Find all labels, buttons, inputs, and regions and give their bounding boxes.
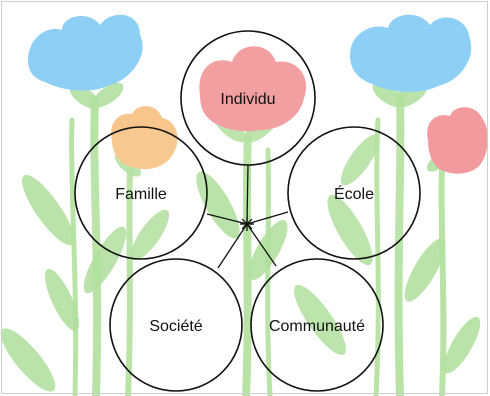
- leaf: [443, 316, 481, 374]
- stem: [125, 167, 133, 396]
- node-individu: Individu: [180, 30, 316, 166]
- stem: [90, 96, 102, 396]
- orange-flower-left: [111, 106, 178, 170]
- node-circle: [74, 126, 208, 260]
- convergence-ray: [246, 223, 253, 230]
- stem: [69, 117, 79, 396]
- leaf: [83, 226, 127, 294]
- connector-individu: [246, 164, 249, 225]
- leaf: [327, 194, 373, 266]
- red-flower-right: [427, 107, 488, 174]
- node-circle: [287, 126, 421, 260]
- leaf: [248, 220, 288, 280]
- leaf: [340, 134, 380, 186]
- node-label: Société: [149, 318, 202, 335]
- stem: [242, 131, 252, 396]
- leaf: [293, 284, 347, 356]
- node-circle: [180, 30, 316, 166]
- stem: [373, 117, 381, 396]
- background-flowers: [28, 14, 488, 174]
- connector-communaute: [246, 223, 277, 267]
- node-label: Individu: [220, 91, 275, 108]
- nodes: Individu Famille École Société Communaut…: [74, 30, 421, 392]
- connector-famille: [206, 213, 248, 225]
- node-label: Famille: [115, 186, 167, 203]
- leaf: [45, 268, 79, 332]
- node-ecole: École: [287, 126, 421, 260]
- red-flower-center: [199, 46, 307, 132]
- node-circle: [109, 258, 243, 392]
- leaf: [0, 328, 56, 392]
- leaf: [372, 82, 404, 108]
- convergence-ray: [241, 218, 248, 225]
- leaf: [404, 238, 446, 302]
- connector-ecole: [246, 211, 289, 225]
- node-label: École: [334, 184, 374, 203]
- stem: [438, 162, 447, 396]
- leaf: [21, 174, 75, 246]
- leaf: [130, 209, 170, 261]
- connectors: [206, 164, 289, 269]
- stem: [394, 91, 405, 396]
- blue-flower-left: [28, 14, 143, 91]
- blue-flower-right: [350, 14, 472, 92]
- node-circle: [250, 258, 384, 392]
- convergence-ray: [246, 218, 253, 225]
- leaf: [92, 82, 124, 108]
- connector-societe: [217, 223, 248, 269]
- node-communaute: Communauté: [250, 258, 384, 392]
- convergence-mark: [240, 217, 254, 231]
- node-famille: Famille: [74, 126, 208, 260]
- convergence-ray: [241, 223, 248, 230]
- node-label: Communauté: [269, 318, 365, 335]
- node-societe: Société: [109, 258, 243, 392]
